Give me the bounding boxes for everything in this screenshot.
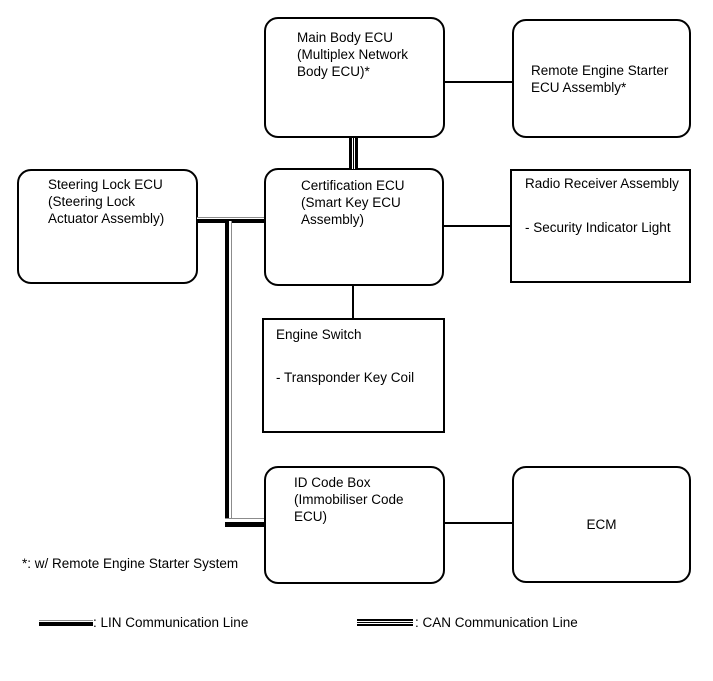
- node-remote-engine-starter-ecu: Remote Engine Starter ECU Assembly*: [512, 19, 691, 138]
- footnote: *: w/ Remote Engine Starter System: [22, 556, 239, 571]
- node-id-code-box: ID Code Box (Immobiliser Code ECU): [264, 466, 445, 584]
- node-ecm: ECM: [512, 466, 691, 583]
- node-label: Main Body ECU: [297, 30, 394, 45]
- node-label: ECU Assembly*: [531, 79, 627, 95]
- node-label: ID Code Box: [294, 475, 371, 490]
- can-line-mainbody-certification: [349, 138, 358, 169]
- lin-line-steering-certification: [197, 217, 264, 223]
- node-label: Certification ECU: [301, 178, 405, 193]
- can-legend-sample: [357, 619, 413, 626]
- node-radio-receiver-assembly: Radio Receiver Assembly - Security Indic…: [510, 169, 691, 283]
- lin-legend-label: : LIN Communication Line: [93, 615, 249, 630]
- node-detail: - Transponder Key Coil: [276, 370, 415, 385]
- node-certification-ecu: Certification ECU (Smart Key ECU Assembl…: [264, 168, 444, 286]
- connector-certification-engineswitch: [352, 286, 354, 318]
- node-steering-lock-ecu: Steering Lock ECU (Steering Lock Actuato…: [17, 169, 198, 284]
- can-legend-label: : CAN Communication Line: [415, 615, 578, 630]
- node-label: (Steering Lock: [48, 194, 136, 209]
- node-label: Steering Lock ECU: [48, 177, 163, 192]
- lin-line-branch-idcode: [225, 518, 264, 527]
- node-label: Engine Switch: [276, 327, 362, 342]
- node-label: Radio Receiver Assembly: [525, 176, 679, 191]
- lin-line-branch-vertical: [225, 221, 232, 527]
- connector-idcode-ecm: [445, 522, 513, 524]
- node-engine-switch: Engine Switch - Transponder Key Coil: [262, 318, 445, 433]
- node-label: Body ECU)*: [297, 64, 370, 79]
- node-label: Remote Engine Starter: [531, 62, 669, 78]
- connector-mainbody-remote: [445, 81, 512, 83]
- node-label: (Multiplex Network: [297, 47, 409, 62]
- node-label: Assembly): [301, 212, 365, 227]
- node-label: ECU): [294, 509, 327, 524]
- lin-legend-sample: [39, 620, 93, 626]
- node-label: (Smart Key ECU: [301, 195, 401, 210]
- connector-certification-radio: [444, 225, 510, 227]
- node-detail: - Security Indicator Light: [525, 220, 671, 235]
- node-label: ECM: [586, 517, 617, 532]
- node-label: (Immobiliser Code: [294, 492, 404, 507]
- node-main-body-ecu: Main Body ECU (Multiplex Network Body EC…: [264, 17, 445, 138]
- node-label: Actuator Assembly): [48, 211, 165, 226]
